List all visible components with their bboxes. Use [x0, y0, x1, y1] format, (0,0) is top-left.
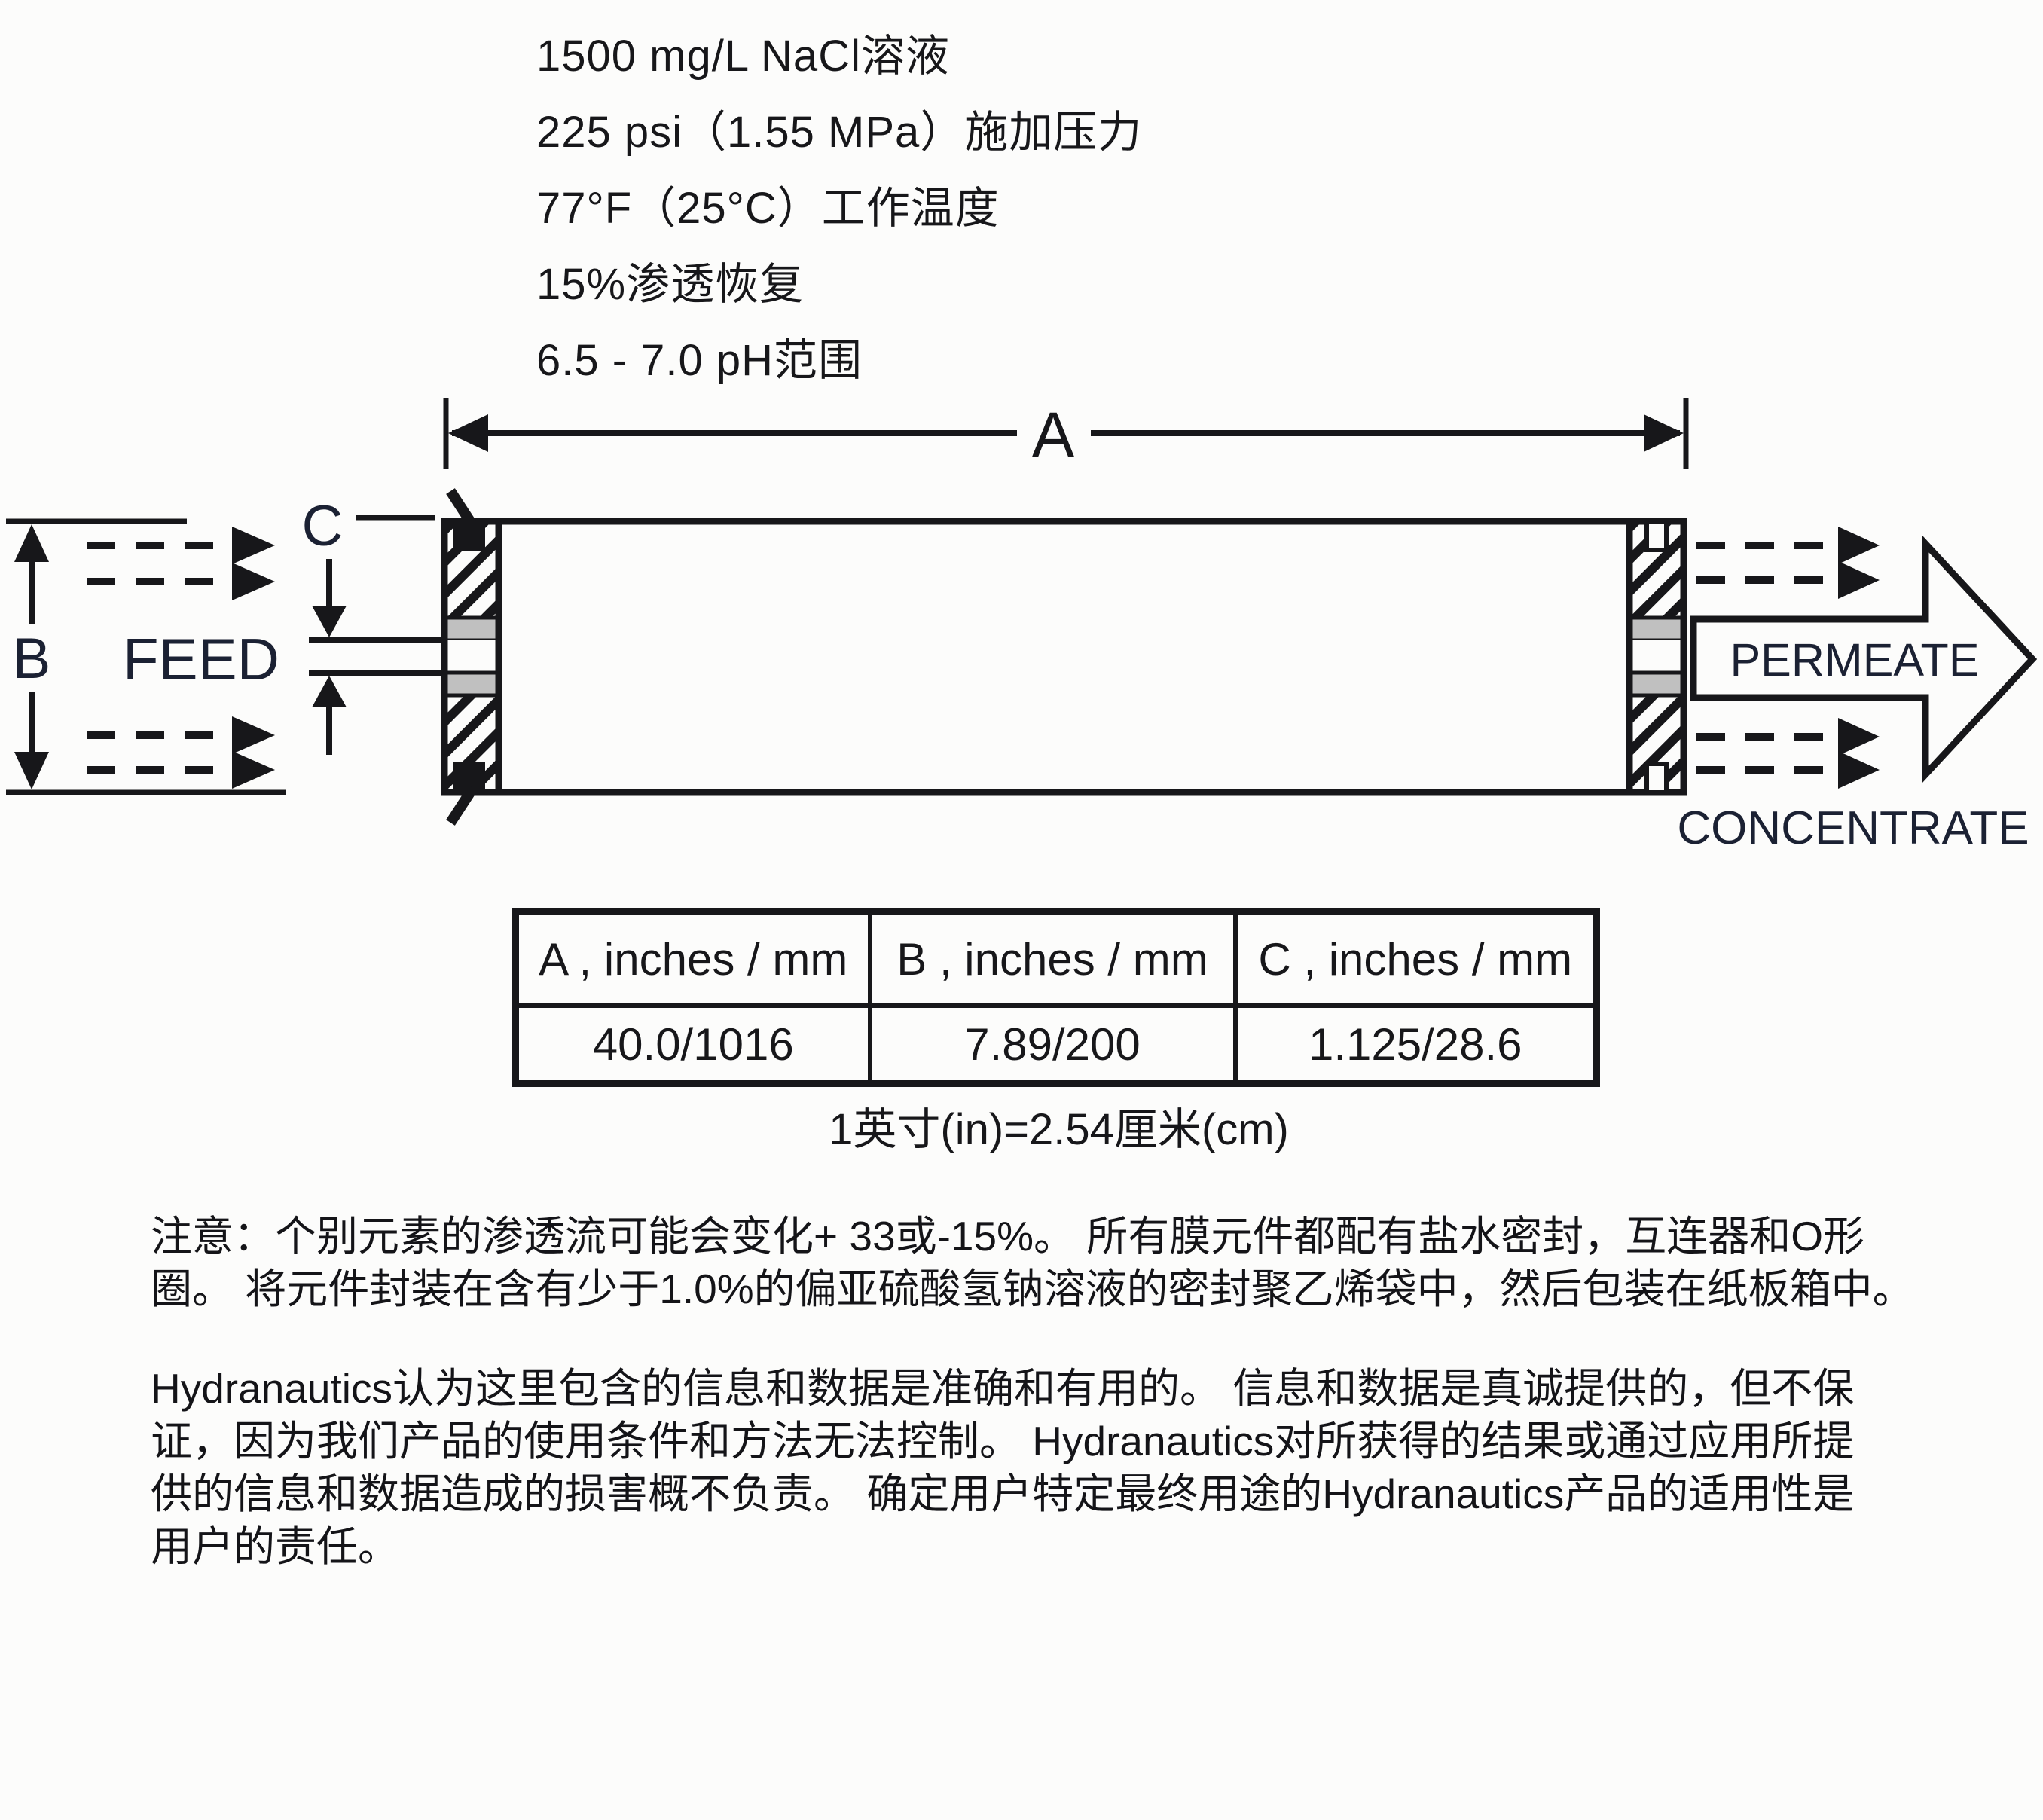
spec-line-recovery: 15%渗透恢复 — [536, 260, 805, 309]
feed-flow-arrowhead — [232, 716, 275, 754]
brine-seal-top-lip — [446, 488, 478, 529]
table-header-row: A , inches / mm B , inches / mm C , inch… — [513, 908, 1599, 1008]
feed-flow-arrowhead — [232, 527, 275, 564]
dim-c-arrowhead-down — [312, 606, 347, 637]
dimensions-table: A , inches / mm B , inches / mm C , inch… — [512, 908, 1600, 1087]
table-value-cell-b: 7.89/200 — [867, 1003, 1238, 1086]
feed-tube — [309, 637, 444, 676]
unit-conversion-note: 1英寸(in)=2.54厘米(cm) — [829, 1105, 1289, 1154]
permeate-label: PERMEATE — [1730, 634, 1979, 686]
table-header-cell-c: C , inches / mm — [1232, 908, 1599, 1008]
table-header-cell-a: A , inches / mm — [513, 908, 872, 1008]
feed-flow-arrows — [87, 527, 275, 789]
right-cap-bottom-notch — [1644, 762, 1669, 795]
note-line: Hydranautics认为这里包含的信息和数据是准确和有用的。 信息和数据是真… — [151, 1365, 1855, 1412]
spec-line-ph: 6.5 - 7.0 pH范围 — [536, 336, 863, 385]
outlet-flow-arrows — [1696, 527, 1880, 789]
spec-line-solution: 1500 mg/L NaCl溶液 — [536, 32, 950, 81]
outlet-flow-arrowhead — [1838, 751, 1880, 789]
dim-a-label: A — [1032, 399, 1074, 470]
brine-seal-bottom-lip — [446, 785, 478, 826]
outlet-flow-arrowhead — [1838, 561, 1880, 599]
table-header-cell-b: B , inches / mm — [867, 908, 1238, 1008]
feed-flow-arrowhead — [232, 563, 275, 600]
table-value-cell-a: 40.0/1016 — [513, 1003, 872, 1086]
note-packaging: 注意：个别元素的渗透流可能会变化+ 33或-15%。 所有膜元件都配有盐水密封，… — [151, 1210, 2034, 1315]
dim-a-arrow: A — [443, 398, 1689, 470]
dim-b-arrow: B — [6, 518, 286, 795]
note-line: 圈。 将元件封装在含有少于1.0%的偏亚硫酸氢钠溶液的密封聚乙烯袋中，然后包装在… — [151, 1266, 1914, 1312]
dim-a-arrowhead-left — [448, 414, 488, 452]
dim-b-label: B — [13, 627, 51, 691]
spec-line-temperature: 77°F（25°C）工作温度 — [536, 184, 1000, 233]
note-line: 供的信息和数据造成的损害概不负责。 确定用户特定最终用途的Hydranautic… — [151, 1470, 1855, 1517]
spec-line-pressure: 225 psi（1.55 MPa）施加压力 — [536, 108, 1143, 157]
dim-b-arrowhead-up — [14, 524, 49, 562]
note-line: 用户的责任。 — [151, 1523, 400, 1570]
o-ring-band — [1627, 670, 1686, 698]
dim-c-arrowhead-up — [312, 676, 347, 707]
dim-a-arrowhead-right — [1644, 414, 1684, 452]
permeate-tube-opening — [1629, 640, 1684, 673]
o-ring-band — [442, 615, 501, 643]
left-end-cap — [441, 488, 502, 826]
membrane-element-body — [493, 518, 1633, 796]
right-end-cap — [1626, 518, 1687, 796]
dim-c-arrow: C — [302, 494, 435, 755]
note-line: 注意：个别元素的渗透流可能会变化+ 33或-15%。 所有膜元件都配有盐水密封，… — [151, 1213, 1865, 1260]
dim-b-arrowhead-down — [14, 752, 49, 789]
o-ring-band — [1627, 615, 1686, 643]
note-disclaimer: Hydranautics认为这里包含的信息和数据是准确和有用的。 信息和数据是真… — [151, 1362, 2034, 1573]
outlet-flow-arrowhead — [1838, 527, 1880, 564]
outlet-flow-arrowhead — [1838, 718, 1880, 756]
note-line: 证，因为我们产品的使用条件和方法无法控制。 Hydranautics对所获得的结… — [151, 1418, 1855, 1464]
feed-label: FEED — [123, 626, 279, 692]
spec-conditions: 1500 mg/L NaCl溶液 225 psi（1.55 MPa）施加压力 7… — [536, 18, 1142, 399]
table-value-cell-c: 1.125/28.6 — [1232, 1003, 1599, 1086]
o-ring-band — [442, 670, 501, 698]
dim-c-label: C — [302, 494, 344, 558]
concentrate-label: CONCENTRATE — [1677, 802, 2029, 854]
table-value-row: 40.0/1016 7.89/200 1.125/28.6 — [513, 1003, 1599, 1086]
feed-tube-opening — [444, 640, 499, 673]
right-cap-top-notch — [1644, 519, 1669, 552]
feed-flow-arrowhead — [232, 751, 275, 789]
permeate-arrow-outline — [1690, 535, 2038, 783]
